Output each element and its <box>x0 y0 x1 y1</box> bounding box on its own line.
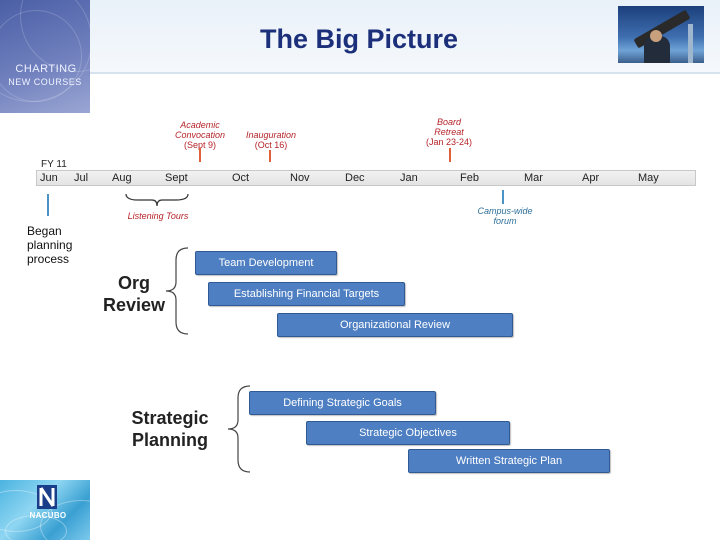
telescope-photo <box>618 6 704 63</box>
began-planning-label: Began planning process <box>27 224 72 266</box>
month-may: May <box>638 172 659 184</box>
bar-team-development: Team Development <box>195 251 337 275</box>
month-oct: Oct <box>232 172 250 184</box>
month-nov: Nov <box>290 172 310 184</box>
header-band <box>90 0 720 72</box>
began-planning-marker <box>47 194 49 216</box>
month-sept: Sept <box>165 172 188 184</box>
campus-forum-line2: forum <box>493 216 517 226</box>
event-date: (Oct 16) <box>254 140 288 150</box>
org-review-line2: Review <box>102 295 166 315</box>
event-title-line1: Academic <box>180 120 220 130</box>
strategic-planning-label: Strategic Planning <box>118 407 222 451</box>
slide-title: The Big Picture <box>259 24 459 54</box>
listening-tours-brace <box>125 193 189 207</box>
event-date: (Sept 9) <box>183 140 216 150</box>
strategic-planning-line1: Strategic <box>131 408 209 428</box>
month-apr: Apr <box>582 172 600 184</box>
strategic-planning-brace <box>227 385 251 473</box>
month-aug: Aug <box>112 172 132 184</box>
began-line2: planning <box>27 238 73 252</box>
event-academic-convocation: Academic Convocation (Sept 9) <box>165 120 235 150</box>
event-title-line2: Convocation <box>174 130 226 140</box>
nacubo-logo: NACUBO <box>0 480 90 540</box>
bar-defining-strategic-goals: Defining Strategic Goals <box>249 391 436 415</box>
event-marker-inauguration <box>269 150 271 162</box>
bar-strategic-objectives: Strategic Objectives <box>306 421 510 445</box>
logo-text-line2: NEW COURSES <box>8 77 82 87</box>
event-board-retreat: Board Retreat (Jan 23-24) <box>418 117 480 147</box>
campus-forum-marker <box>502 190 504 204</box>
nacubo-icon <box>37 485 57 509</box>
fiscal-year-label: FY 11 <box>41 159 67 170</box>
month-mar: Mar <box>524 172 543 184</box>
bar-establishing-financial-targets: Establishing Financial Targets <box>208 282 405 306</box>
event-date: (Jan 23-24) <box>425 137 473 147</box>
month-jan: Jan <box>400 172 418 184</box>
event-marker-convocation <box>199 148 201 162</box>
org-review-line1: Org <box>117 273 150 293</box>
charting-new-courses-logo: CHARTING NEW COURSES <box>0 0 90 113</box>
strategic-planning-line2: Planning <box>132 430 208 450</box>
month-jun: Jun <box>40 172 58 184</box>
bar-written-strategic-plan: Written Strategic Plan <box>408 449 610 473</box>
tower-shape <box>688 24 693 63</box>
campus-forum-label: Campus-wide forum <box>470 206 540 226</box>
event-title: Inauguration <box>245 130 297 140</box>
person-head-shape <box>650 30 662 42</box>
nacubo-text: NACUBO <box>29 511 67 520</box>
header-rule <box>90 72 720 74</box>
event-marker-board-retreat <box>449 148 451 162</box>
org-review-brace <box>165 247 189 335</box>
began-line3: process <box>27 252 70 266</box>
org-review-label: Org Review <box>84 272 184 316</box>
listening-tours-label: Listening Tours <box>127 211 189 221</box>
event-title-line2: Retreat <box>434 127 464 137</box>
timeline-bar <box>36 170 696 186</box>
month-feb: Feb <box>460 172 479 184</box>
logo-text-line1: CHARTING <box>15 63 77 75</box>
bar-organizational-review: Organizational Review <box>277 313 513 337</box>
campus-forum-line1: Campus-wide <box>477 206 533 216</box>
month-jul: Jul <box>74 172 89 184</box>
began-line1: Began <box>27 224 62 238</box>
event-title-line1: Board <box>436 117 462 127</box>
event-inauguration: Inauguration (Oct 16) <box>238 130 304 150</box>
month-dec: Dec <box>345 172 365 184</box>
